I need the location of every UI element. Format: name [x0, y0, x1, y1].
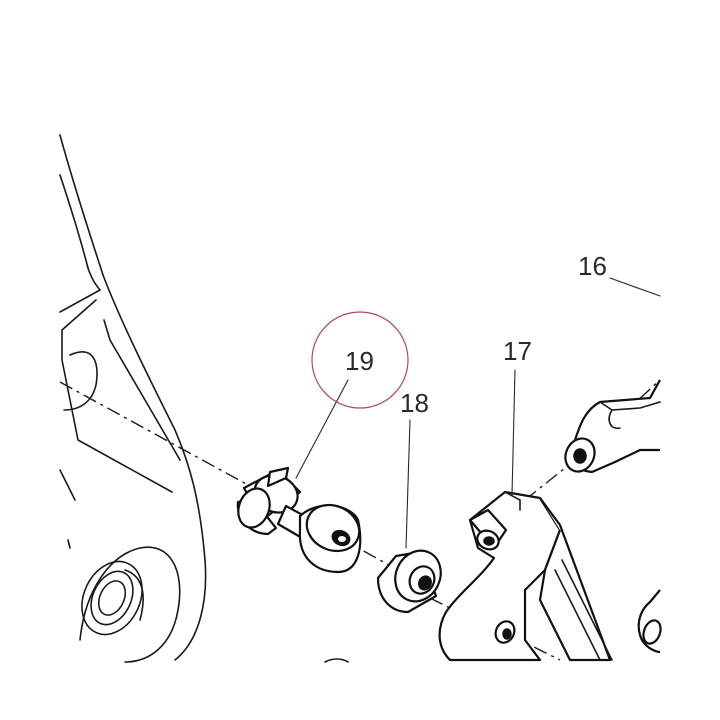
leader-18 — [405, 419, 411, 549]
leader-19 — [295, 379, 349, 479]
frame-housing — [59, 134, 207, 663]
partial-component-right — [637, 589, 662, 654]
leader-17 — [511, 369, 516, 496]
callout-18: 18 — [400, 388, 429, 418]
leader-16 — [609, 277, 661, 297]
callout-17: 17 — [503, 336, 532, 366]
part-19-pin — [236, 466, 362, 574]
partial-label-stub — [324, 658, 349, 663]
part-18-bushing — [376, 549, 442, 614]
callout-19: 19 — [345, 346, 374, 376]
callout-16: 16 — [578, 251, 607, 281]
part-16-arm — [564, 379, 661, 474]
highlight-circle — [311, 311, 409, 409]
part-17-bracket — [438, 490, 613, 662]
assembly-axis-4 — [524, 459, 576, 501]
